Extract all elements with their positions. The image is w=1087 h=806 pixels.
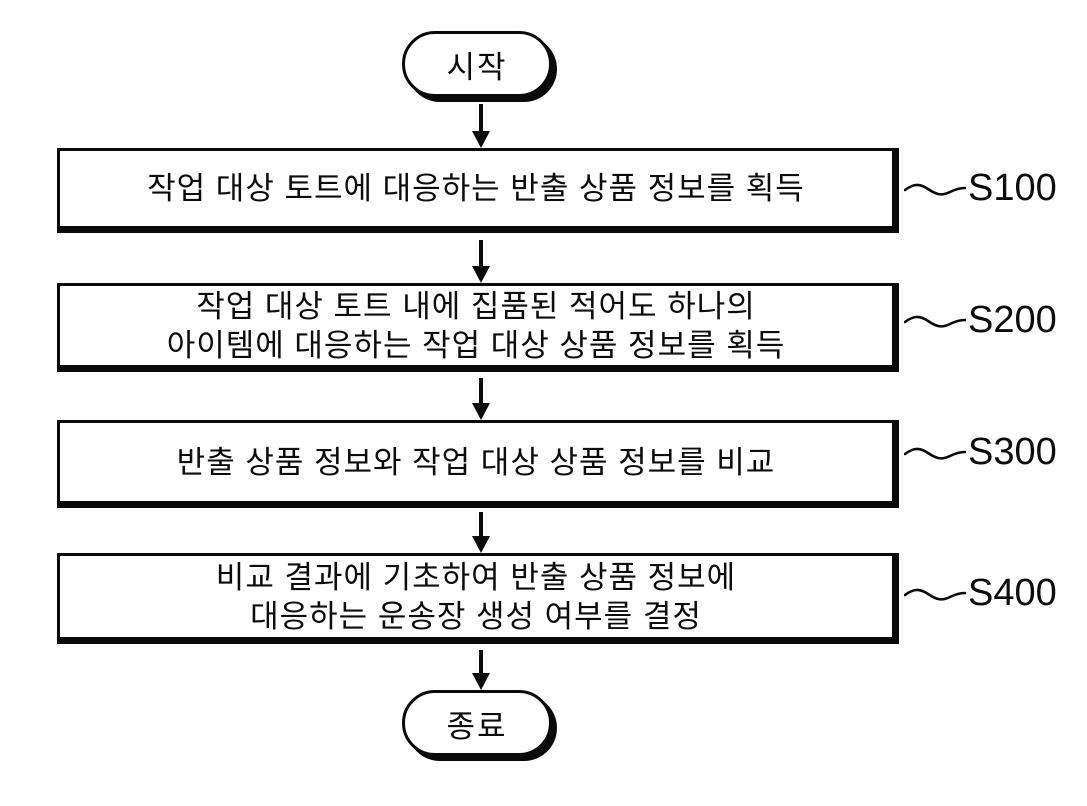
process-text-line: 대응하는 운송장 생성 여부를 결정 bbox=[250, 598, 702, 634]
start-terminal-label: 시작 bbox=[446, 49, 508, 85]
process-box-s300: 반출 상품 정보와 작업 대상 상품 정보를 비교 bbox=[57, 420, 899, 508]
arrow-shaft bbox=[479, 240, 483, 266]
arrow-head bbox=[472, 536, 490, 553]
process-box-s100: 작업 대상 토트에 대응하는 반출 상품 정보를 획득 bbox=[57, 148, 899, 233]
process-box-s400: 비교 결과에 기초하여 반출 상품 정보에 대응하는 운송장 생성 여부를 결정 bbox=[57, 553, 899, 644]
arrow-shaft bbox=[479, 378, 483, 403]
squiggle-connector-s100 bbox=[904, 181, 966, 199]
arrow-down-icon bbox=[472, 104, 490, 148]
start-terminal: 시작 bbox=[402, 31, 552, 97]
squiggle-connector-s300 bbox=[904, 445, 966, 463]
arrow-down-icon bbox=[472, 378, 490, 420]
process-text-line: 아이템에 대응하는 작업 대상 상품 정보를 획득 bbox=[166, 327, 786, 363]
process-text-line: 작업 대상 토트에 대응하는 반출 상품 정보를 획득 bbox=[147, 171, 805, 206]
arrow-down-icon bbox=[472, 512, 490, 553]
arrow-shaft bbox=[479, 512, 483, 536]
arrow-head bbox=[472, 131, 490, 148]
arrow-head bbox=[472, 403, 490, 420]
process-text-line: 작업 대상 토트 내에 집품된 적어도 하나의 bbox=[196, 288, 756, 324]
end-terminal: 종료 bbox=[402, 690, 552, 756]
arrow-shaft bbox=[479, 104, 483, 131]
process-text-line: 반출 상품 정보와 작업 대상 상품 정보를 비교 bbox=[176, 444, 776, 480]
end-terminal-label: 종료 bbox=[446, 708, 508, 744]
arrow-down-icon bbox=[472, 240, 490, 283]
arrow-shaft bbox=[479, 650, 483, 673]
arrow-head bbox=[472, 673, 490, 690]
step-label-s200: S200 bbox=[968, 299, 1057, 341]
squiggle-connector-s400 bbox=[904, 586, 966, 604]
process-text-line: 비교 결과에 기초하여 반출 상품 정보에 bbox=[215, 559, 737, 595]
step-label-s100: S100 bbox=[968, 167, 1057, 209]
step-label-s300: S300 bbox=[968, 431, 1057, 473]
squiggle-connector-s200 bbox=[904, 313, 966, 331]
arrow-down-icon bbox=[472, 650, 490, 690]
arrow-head bbox=[472, 266, 490, 283]
process-box-s200: 작업 대상 토트 내에 집품된 적어도 하나의 아이템에 대응하는 작업 대상 … bbox=[57, 283, 899, 372]
step-label-s400: S400 bbox=[968, 572, 1057, 614]
